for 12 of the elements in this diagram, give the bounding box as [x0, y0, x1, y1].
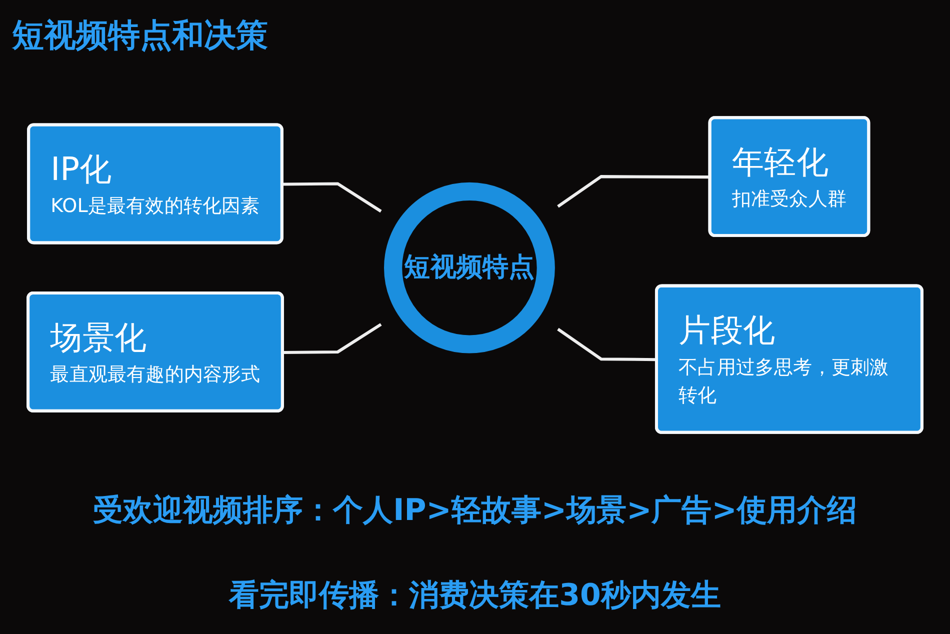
ranking-note: 受欢迎视频排序：个人IP>轻故事>场景>广告>使用介绍: [92, 492, 858, 530]
feature-box: 场景化 最直观最有趣的内容形式: [26, 291, 284, 412]
connector-line: [282, 182, 382, 213]
connector-line: [557, 328, 658, 362]
connector-line: [282, 323, 382, 354]
title: 短视频特点和决策: [12, 15, 268, 56]
connector-line: [557, 175, 710, 208]
feature-box: IP化 KOL是最有效的转化因素: [27, 123, 284, 244]
feature-box: 年轻化 扣准受众人群: [708, 116, 870, 238]
note-text: 看完即传播：消费决策在30秒内发生: [228, 577, 722, 615]
center-circle: 短视频特点: [384, 182, 555, 354]
feature-box: 片段化 不占用过多思考，更刺激转化: [654, 284, 924, 434]
